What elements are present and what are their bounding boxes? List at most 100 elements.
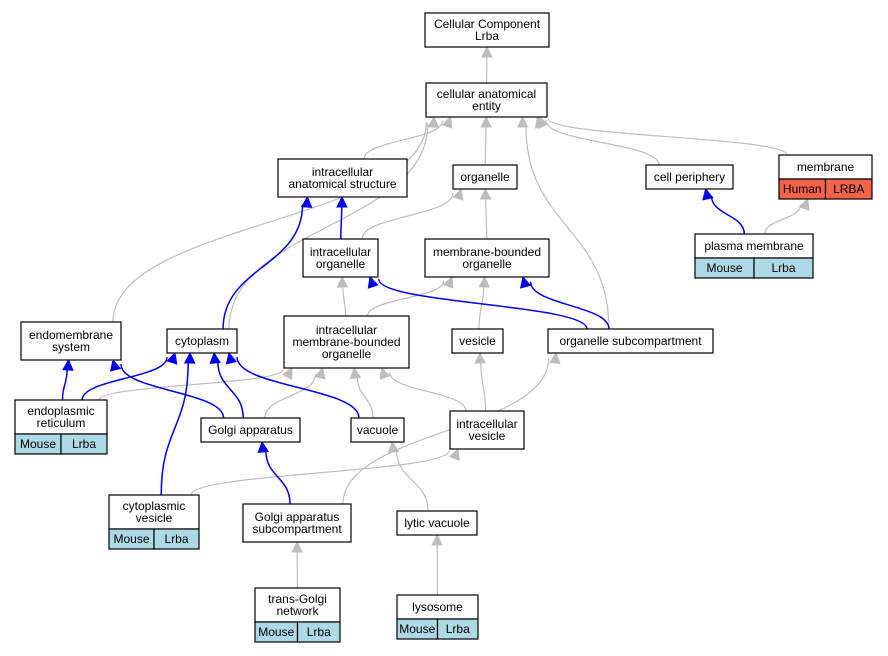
- edge-line: [547, 117, 788, 156]
- human-tag-label: LRBA: [833, 182, 864, 196]
- edge-line: [265, 450, 291, 505]
- edge-vacuole-to-cytoplasm: [225, 351, 360, 419]
- edge-line: [112, 121, 428, 323]
- edge-line: [236, 356, 360, 419]
- edge-line: [395, 449, 429, 512]
- edge-intorg-to-ias: [336, 195, 348, 240]
- node-lytic[interactable]: lytic vacuole: [396, 510, 478, 536]
- node-label: membrane-bounded: [433, 245, 541, 259]
- edge-transgolgi-to-golgisub: [291, 540, 303, 589]
- edges-layer: [61, 45, 810, 596]
- node-box: [425, 82, 548, 118]
- node-vesicle[interactable]: vesicle: [451, 328, 504, 354]
- edge-imbo-to-intorg: [336, 275, 349, 317]
- edge-golgisub-to-golgi: [257, 440, 291, 505]
- edge-intves-to-vesicle: [474, 351, 487, 412]
- edge-orgsub-to-intorg: [367, 275, 588, 330]
- node-box: [452, 164, 518, 190]
- edge-vesicle-to-mbo: [478, 275, 491, 330]
- node-label: organelle: [316, 257, 366, 271]
- edge-cae-to-root: [481, 45, 493, 84]
- node-organelle[interactable]: organelle: [452, 164, 518, 190]
- node-label: Lrba: [475, 29, 499, 43]
- edge-arrowhead: [517, 115, 529, 128]
- node-label: plasma membrane: [704, 239, 804, 253]
- human-tag-label: Human: [783, 182, 822, 196]
- node-label: intracellular: [456, 417, 517, 431]
- edge-mbo-to-organelle: [479, 187, 492, 240]
- mouse-tag-cell: [296, 621, 341, 643]
- node-box: [254, 587, 341, 623]
- edge-line: [545, 120, 660, 166]
- node-golgi[interactable]: Golgi apparatus: [200, 417, 301, 443]
- edge-cytoplasm-to-ias: [222, 195, 313, 330]
- edge-membrane-to-cae: [538, 115, 788, 156]
- edge-cytves-to-cytoplasm: [160, 351, 196, 496]
- edge-arrowhead: [480, 115, 492, 128]
- node-label: Golgi apparatus: [208, 423, 293, 437]
- node-box: [449, 410, 525, 450]
- node-box: [645, 164, 734, 190]
- edge-line: [361, 192, 454, 240]
- edge-arrowhead: [474, 351, 486, 364]
- mouse-tag-label: Lrba: [307, 625, 331, 639]
- edge-line: [342, 285, 347, 317]
- edge-organelle-to-cae: [480, 115, 492, 166]
- node-label: membrane-bounded: [292, 335, 400, 349]
- node-cytoplasm[interactable]: cytoplasm: [166, 328, 238, 354]
- edge-arrowhead: [387, 440, 400, 454]
- edge-arrowhead: [300, 195, 313, 208]
- mouse-tag-label: Mouse: [258, 625, 294, 639]
- node-orgsub[interactable]: organelle subcompartment: [547, 328, 714, 354]
- node-label: vesicle: [459, 334, 496, 348]
- edge-arrowhead: [538, 115, 549, 129]
- edge-intves-to-imbo: [379, 366, 467, 412]
- mouse-tag-label: Mouse: [20, 437, 56, 451]
- edge-arrowhead: [479, 187, 492, 200]
- node-label: organelle: [460, 170, 510, 184]
- node-box: [242, 503, 352, 543]
- node-label: cytoplasmic: [123, 499, 186, 513]
- edge-cellperiph-to-cae: [534, 115, 660, 166]
- edge-line: [217, 361, 244, 419]
- edge-arrowhead: [281, 367, 293, 380]
- edge-arrowhead: [441, 115, 453, 129]
- edge-line: [98, 368, 284, 401]
- edge-line: [81, 356, 168, 401]
- mouse-tag-label: Lrba: [164, 532, 188, 546]
- edge-line: [764, 204, 802, 235]
- edge-arrowhead: [478, 275, 491, 288]
- edge-cytves-to-intves: [190, 447, 460, 496]
- edge-line: [485, 197, 488, 240]
- edge-er-to-cytoplasm: [81, 351, 178, 401]
- node-cellperiph[interactable]: cell periphery: [645, 164, 734, 190]
- edge-arrowhead: [427, 115, 440, 128]
- node-label: vacuole: [357, 423, 399, 437]
- mouse-tag-label: Mouse: [706, 261, 742, 275]
- node-box: [694, 233, 814, 259]
- node-vacuole[interactable]: vacuole: [350, 417, 405, 443]
- node-label: vesicle: [469, 429, 506, 443]
- edge-line: [356, 376, 374, 419]
- edge-arrowhead: [314, 366, 326, 380]
- edge-golgisub-to-orgsub: [342, 351, 561, 505]
- edge-golgi-to-imbo: [264, 366, 326, 419]
- node-label: membrane: [797, 160, 855, 174]
- edge-line: [710, 195, 746, 235]
